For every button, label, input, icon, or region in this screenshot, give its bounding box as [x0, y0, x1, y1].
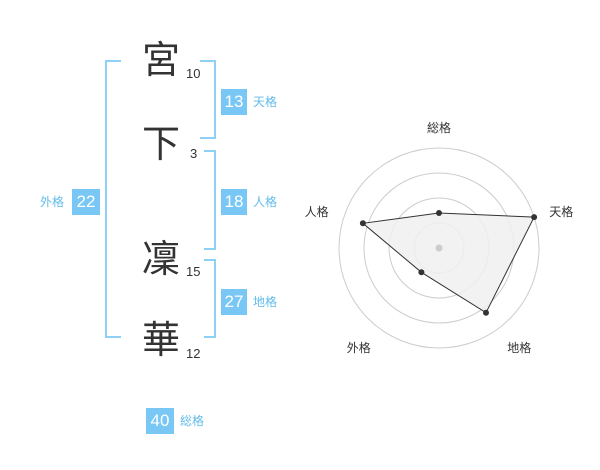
- chikaku-label: 地格: [253, 295, 278, 309]
- radar-point-3: [483, 309, 489, 316]
- radar-center-dot: [435, 244, 443, 252]
- jinkaku-badge: 18: [221, 189, 247, 215]
- name-char-4: 華: [141, 318, 180, 362]
- radar-axis-label-2: 天格: [549, 204, 573, 219]
- radar-ring-4: [338, 147, 540, 349]
- radar-axis-label-5: 人格: [305, 204, 329, 219]
- name-char-2: 下: [141, 122, 180, 166]
- gaikaku-bracket: [105, 60, 121, 338]
- name-char-1: 宮: [141, 38, 180, 82]
- chikaku-bracket: [204, 259, 216, 338]
- stroke-count-3: 15: [186, 264, 201, 279]
- radar-point-4: [418, 269, 425, 276]
- radar-axis-label-4: 外格: [347, 340, 371, 355]
- radar-area: [361, 212, 535, 314]
- soukaku-label: 総格: [180, 414, 205, 428]
- stroke-count-1: 10: [186, 66, 201, 81]
- soukaku-badge: 40: [146, 408, 174, 434]
- gaikaku-label: 外格: [40, 195, 65, 209]
- jinkaku-label: 人格: [253, 195, 278, 209]
- jinkaku-bracket: [204, 150, 216, 250]
- radar-chart: 総格天格地格 外格 人格: [300, 100, 590, 370]
- radar-point-1: [436, 210, 442, 216]
- radar-axis-label-3: 地格: [507, 340, 531, 355]
- tenkaku-badge: 13: [221, 89, 247, 115]
- stroke-count-2: 3: [190, 146, 198, 161]
- radar-point-5: [359, 220, 366, 227]
- tenkaku-label: 天格: [253, 95, 278, 109]
- radar-axis-label-1: 総格: [427, 120, 451, 135]
- gaikaku-badge: 22: [72, 189, 100, 215]
- tenkaku-bracket: [200, 60, 216, 139]
- chikaku-badge: 27: [221, 289, 247, 315]
- radar-point-2: [531, 214, 538, 221]
- stroke-count-4: 12: [186, 346, 201, 361]
- name-char-3: 凜: [141, 237, 180, 281]
